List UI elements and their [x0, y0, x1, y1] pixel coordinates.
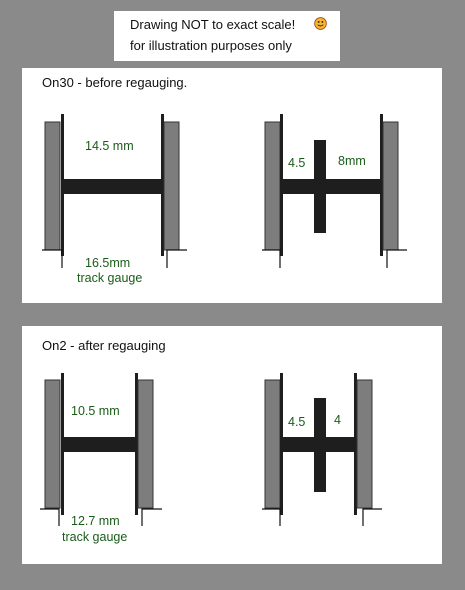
- right-flange: [380, 114, 383, 256]
- hub: [314, 398, 326, 492]
- disclaimer-note: Drawing NOT to exact scale! for illustra…: [114, 11, 340, 61]
- hub: [314, 140, 326, 233]
- note-line-2: for illustration purposes only: [130, 38, 292, 53]
- left-flange: [280, 114, 283, 256]
- left-rail: [262, 249, 281, 268]
- right-flange: [135, 373, 138, 515]
- after-regauging-panel: On2 - after regauging 10.5 mm 12.7 mm tr…: [22, 326, 442, 564]
- left-rail: [42, 249, 63, 268]
- right-wheel: [137, 379, 154, 509]
- right-rail: [166, 249, 187, 268]
- left-wheel: [44, 121, 61, 251]
- left-rail: [40, 508, 60, 526]
- left-flange: [61, 373, 64, 515]
- gauge-text-label: track gauge: [62, 530, 127, 544]
- gauge-text-label: track gauge: [77, 271, 142, 285]
- cross-left-label: 4.5: [288, 415, 305, 429]
- left-wheel: [264, 121, 281, 251]
- left-flange: [280, 373, 283, 515]
- left-wheel: [44, 379, 61, 509]
- before-cross-wheelset: 4.5 8mm: [262, 114, 407, 268]
- before-side-wheelset: 14.5 mm 16.5mm track gauge: [42, 114, 187, 285]
- axle: [283, 179, 380, 194]
- left-rail: [262, 508, 281, 526]
- after-panel-title: On2 - after regauging: [42, 338, 166, 353]
- right-rail: [362, 508, 382, 526]
- left-flange: [61, 114, 64, 256]
- before-regauging-panel: On30 - before regauging. 14.5 mm 16.5mm …: [22, 68, 442, 303]
- cross-right-label: 8mm: [338, 154, 366, 168]
- right-wheel: [356, 379, 373, 509]
- after-diagram: 10.5 mm 12.7 mm track gauge 4.5 4: [40, 373, 382, 544]
- right-rail: [141, 508, 162, 526]
- cross-left-label: 4.5: [288, 156, 305, 170]
- axle: [64, 437, 135, 452]
- smiley-face-icon: [314, 17, 327, 30]
- axle-length-label: 14.5 mm: [85, 139, 134, 153]
- right-rail: [386, 249, 407, 268]
- right-wheel: [163, 121, 180, 251]
- note-line-1: Drawing NOT to exact scale!: [130, 17, 296, 32]
- right-wheel: [382, 121, 399, 251]
- before-diagram: 14.5 mm 16.5mm track gauge 4.5 8mm: [42, 114, 407, 285]
- gauge-value-label: 12.7 mm: [71, 514, 120, 528]
- before-panel-title: On30 - before regauging.: [42, 75, 188, 90]
- left-wheel: [264, 379, 281, 509]
- axle-length-label: 10.5 mm: [71, 404, 120, 418]
- after-side-wheelset: 10.5 mm 12.7 mm track gauge: [40, 373, 162, 544]
- after-cross-wheelset: 4.5 4: [262, 373, 382, 526]
- right-flange: [354, 373, 357, 515]
- axle: [64, 179, 161, 194]
- gauge-value-label: 16.5mm: [85, 256, 130, 270]
- right-flange: [161, 114, 164, 256]
- cross-right-label: 4: [334, 413, 341, 427]
